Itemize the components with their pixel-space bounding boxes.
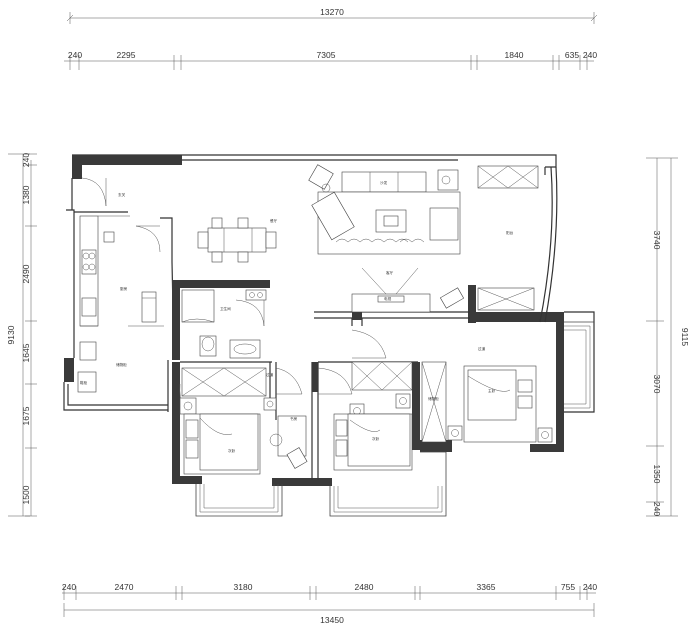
label-dining: 餐厅: [270, 218, 278, 223]
left-dimensions: 9130 240 1380 2490 1645 1675 1500: [6, 153, 37, 517]
label-balcony: 阳台: [506, 230, 514, 235]
label-wardrobe: 储物柜: [428, 396, 439, 401]
dining-area: 餐厅: [197, 217, 278, 263]
right-total-dim: 9115: [680, 328, 690, 347]
label-kitchen: 厨房: [120, 286, 128, 291]
left-seg-6: 1500: [21, 485, 31, 504]
label-storage: 储物柜: [116, 362, 127, 367]
top-seg-1: 240: [68, 50, 82, 60]
bottom-seg-6: 755: [561, 582, 575, 592]
left-seg-2: 1380: [21, 185, 31, 204]
label-middle-bedroom: 次卧: [372, 436, 380, 441]
right-dimensions: 3740 3070 1350 240 9115: [646, 157, 690, 516]
middle-bedroom: 次卧: [333, 361, 413, 471]
right-seg-4: 240: [652, 502, 662, 516]
label-master-corridor: 过道: [478, 346, 486, 351]
top-seg-6: 240: [583, 50, 597, 60]
second-bedroom: 次卧 书房: [179, 367, 308, 475]
label-corridor: 过道: [266, 372, 274, 377]
living-area: 沙发 客厅 阳台 电视: [308, 164, 539, 313]
bottom-seg-5: 3365: [477, 582, 496, 592]
left-seg-5: 1675: [21, 406, 31, 425]
label-second-bedroom: 次卧: [228, 448, 236, 453]
balconies: [195, 321, 594, 517]
top-seg-3: 7305: [317, 50, 336, 60]
bottom-seg-1: 240: [62, 582, 76, 592]
bathroom: 卫生间 过道: [181, 289, 274, 377]
label-living: 客厅: [386, 270, 394, 275]
label-master-bedroom: 主卧: [488, 388, 496, 393]
kitchen: 厨房 储物柜 玄关 鞋柜: [77, 192, 164, 393]
label-bathroom: 卫生间: [220, 306, 231, 311]
top-total-dim: 13270: [320, 7, 344, 17]
label-shoe-cabinet: 鞋柜: [80, 380, 88, 385]
right-seg-3: 1350: [652, 465, 662, 484]
master-bedroom: 储物柜 主卧 过道: [421, 346, 553, 443]
label-tv: 电视: [384, 296, 392, 301]
bottom-total-dim: 13450: [320, 615, 344, 625]
left-seg-1: 240: [21, 153, 31, 167]
bottom-seg-2: 2470: [115, 582, 134, 592]
label-study: 书房: [290, 416, 298, 421]
top-seg-5: 635: [565, 50, 579, 60]
top-dimensions: 13270 240 2295 7305 1840 635 240: [64, 7, 597, 70]
right-seg-2: 3070: [652, 375, 662, 394]
bottom-seg-7: 240: [583, 582, 597, 592]
label-entrance: 玄关: [118, 192, 126, 197]
top-seg-4: 1840: [505, 50, 524, 60]
bottom-seg-3: 3180: [234, 582, 253, 592]
label-sofa: 沙发: [380, 180, 388, 185]
left-total-dim: 9130: [6, 325, 16, 344]
top-seg-2: 2295: [117, 50, 136, 60]
right-seg-1: 3740: [652, 231, 662, 250]
bottom-dimensions: 240 2470 3180 2480 3365 755 240 13450: [62, 582, 597, 625]
bottom-seg-4: 2480: [355, 582, 374, 592]
left-seg-4: 1645: [21, 343, 31, 362]
left-seg-3: 2490: [21, 264, 31, 283]
